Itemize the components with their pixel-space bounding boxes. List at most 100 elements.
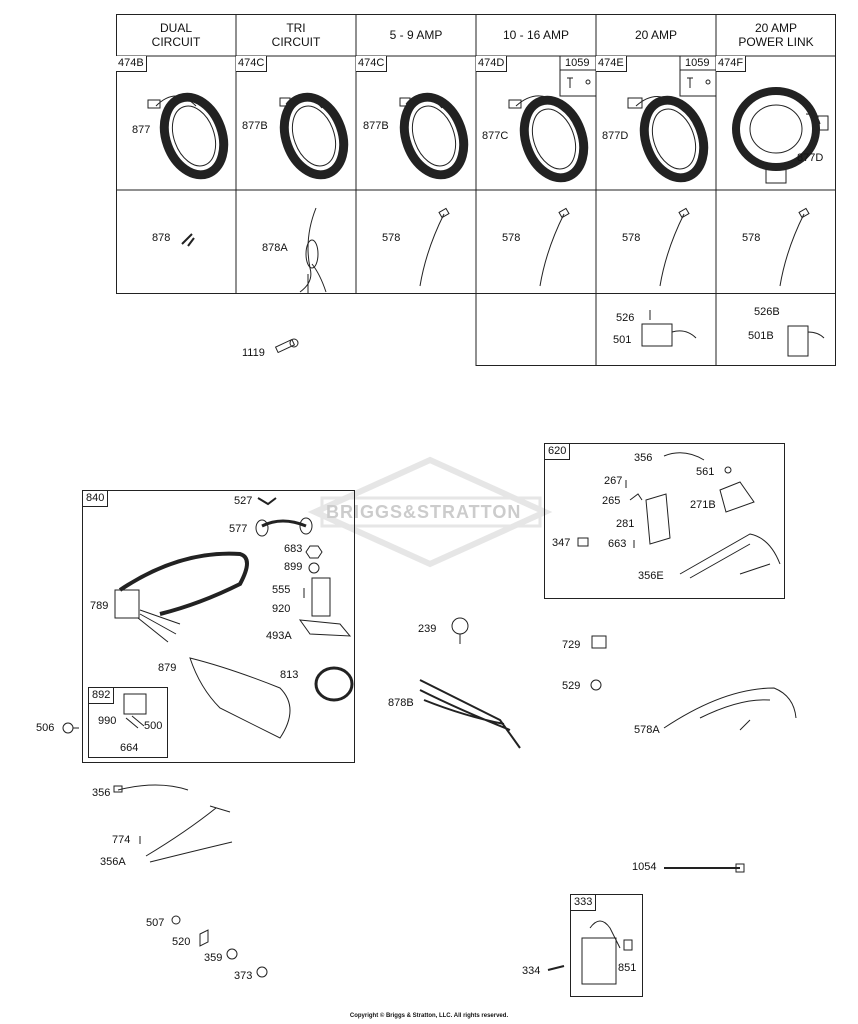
harness-578A	[663, 687, 797, 731]
part-label: 877D	[602, 130, 629, 142]
part-tag: 474F	[716, 56, 747, 72]
stator-options-table: DUAL CIRCUIT TRI CIRCUIT 5 - 9 AMP 10 - …	[116, 14, 836, 366]
part-tag: 474C	[236, 56, 268, 72]
header-5-9-amp: 5 - 9 AMP	[389, 28, 443, 42]
part-label: 663	[608, 538, 627, 550]
part-label: 990	[98, 715, 117, 727]
part-label: 920	[272, 603, 291, 615]
harness-878B	[419, 679, 521, 749]
part-label: 877D	[797, 152, 824, 164]
part-label: 577	[229, 523, 248, 535]
small-parts-bottom-left	[171, 915, 268, 978]
part-tag: 1059	[685, 57, 710, 69]
part-label: 877C	[482, 130, 509, 142]
part-tag: 474C	[356, 56, 388, 72]
part-label: 506	[36, 722, 55, 734]
bolt-506	[62, 722, 79, 734]
part-label: 789	[90, 600, 109, 612]
part-label: 877B	[363, 120, 389, 132]
header-20-amp: 20 AMP	[634, 28, 678, 42]
part-label: 356	[92, 787, 111, 799]
watermark-text: BRIGGS&STRATTON	[326, 502, 522, 522]
part-label: 334	[522, 965, 541, 977]
part-label: 578	[742, 232, 761, 244]
kit-box-840	[82, 490, 355, 763]
wire-356	[113, 784, 189, 793]
part-label: 578A	[634, 724, 660, 736]
part-label: 878B	[388, 697, 414, 709]
part-label: 271B	[690, 499, 716, 511]
part-label: 878A	[262, 242, 288, 254]
part-label: 239	[418, 623, 437, 635]
part-label: 527	[234, 495, 253, 507]
part-label: 529	[562, 680, 581, 692]
cable-tie-1054	[664, 863, 745, 873]
bolt-1119	[274, 338, 299, 354]
part-label: 578	[382, 232, 401, 244]
part-label: 356E	[638, 570, 664, 582]
kit-tag-620: 620	[545, 444, 571, 460]
kit-tag-892: 892	[89, 688, 115, 704]
part-label: 526	[616, 312, 635, 324]
part-label: 347	[552, 537, 571, 549]
screw-334	[547, 965, 565, 971]
part-label: 877	[132, 124, 151, 136]
kit-892-parts	[123, 693, 147, 729]
kit-tag-333: 333	[571, 895, 597, 911]
part-label: 774	[112, 834, 131, 846]
header-dual-circuit: DUAL CIRCUIT	[151, 21, 201, 49]
part-label: 493A	[266, 630, 292, 642]
part-label: 1119	[242, 347, 265, 359]
header-10-16-amp: 10 - 16 AMP	[502, 28, 570, 42]
part-label: 683	[284, 543, 303, 555]
copyright-notice: Copyright © Briggs & Stratton, LLC. All …	[349, 1013, 509, 1019]
part-label: 879	[158, 662, 177, 674]
part-529	[590, 679, 602, 691]
harness-356A	[145, 805, 233, 863]
header-tri-circuit: TRI CIRCUIT	[271, 21, 321, 49]
kit-840-parts	[114, 497, 354, 739]
part-label: 373	[234, 970, 253, 982]
kit-box-333	[570, 894, 643, 997]
part-label: 359	[204, 952, 223, 964]
part-label: 265	[602, 495, 621, 507]
part-label: 507	[146, 917, 165, 929]
part-label: 851	[618, 962, 637, 974]
part-729	[591, 635, 607, 649]
part-label: 578	[502, 232, 521, 244]
part-tag: 474B	[116, 56, 147, 72]
kit-box-620	[544, 443, 785, 599]
switch-239	[451, 617, 469, 644]
part-label: 501B	[748, 330, 774, 342]
watermark-logo	[307, 456, 553, 568]
part-label: 500	[144, 720, 163, 732]
kit-box-892	[88, 687, 168, 758]
part-tag: 1059	[565, 57, 590, 69]
part-label: 520	[172, 936, 191, 948]
part-label: 555	[272, 584, 291, 596]
part-label: 578	[622, 232, 641, 244]
part-tag: 474E	[596, 56, 627, 72]
stator-drawings	[147, 77, 829, 357]
part-label: 878	[152, 232, 171, 244]
part-tag: 474D	[476, 56, 508, 72]
part-label: 501	[613, 334, 632, 346]
part-label: 356	[634, 452, 653, 464]
part-label: 664	[120, 742, 139, 754]
part-label: 526B	[754, 306, 780, 318]
part-label: 729	[562, 639, 581, 651]
kit-tag-840: 840	[83, 491, 109, 507]
table-lines	[116, 14, 836, 366]
part-label: 1054	[632, 861, 657, 873]
part-label: 267	[604, 475, 623, 487]
part-label: 899	[284, 561, 303, 573]
part-label: 561	[696, 466, 715, 478]
part-label: 813	[280, 669, 299, 681]
ignition-coil-333-parts	[581, 920, 633, 985]
part-label: 877B	[242, 120, 268, 132]
part-label: 356A	[100, 856, 126, 868]
kit-620-parts	[577, 452, 781, 579]
part-label: 281	[616, 518, 635, 530]
header-20-amp-power-link: 20 AMP POWER LINK	[738, 21, 814, 49]
